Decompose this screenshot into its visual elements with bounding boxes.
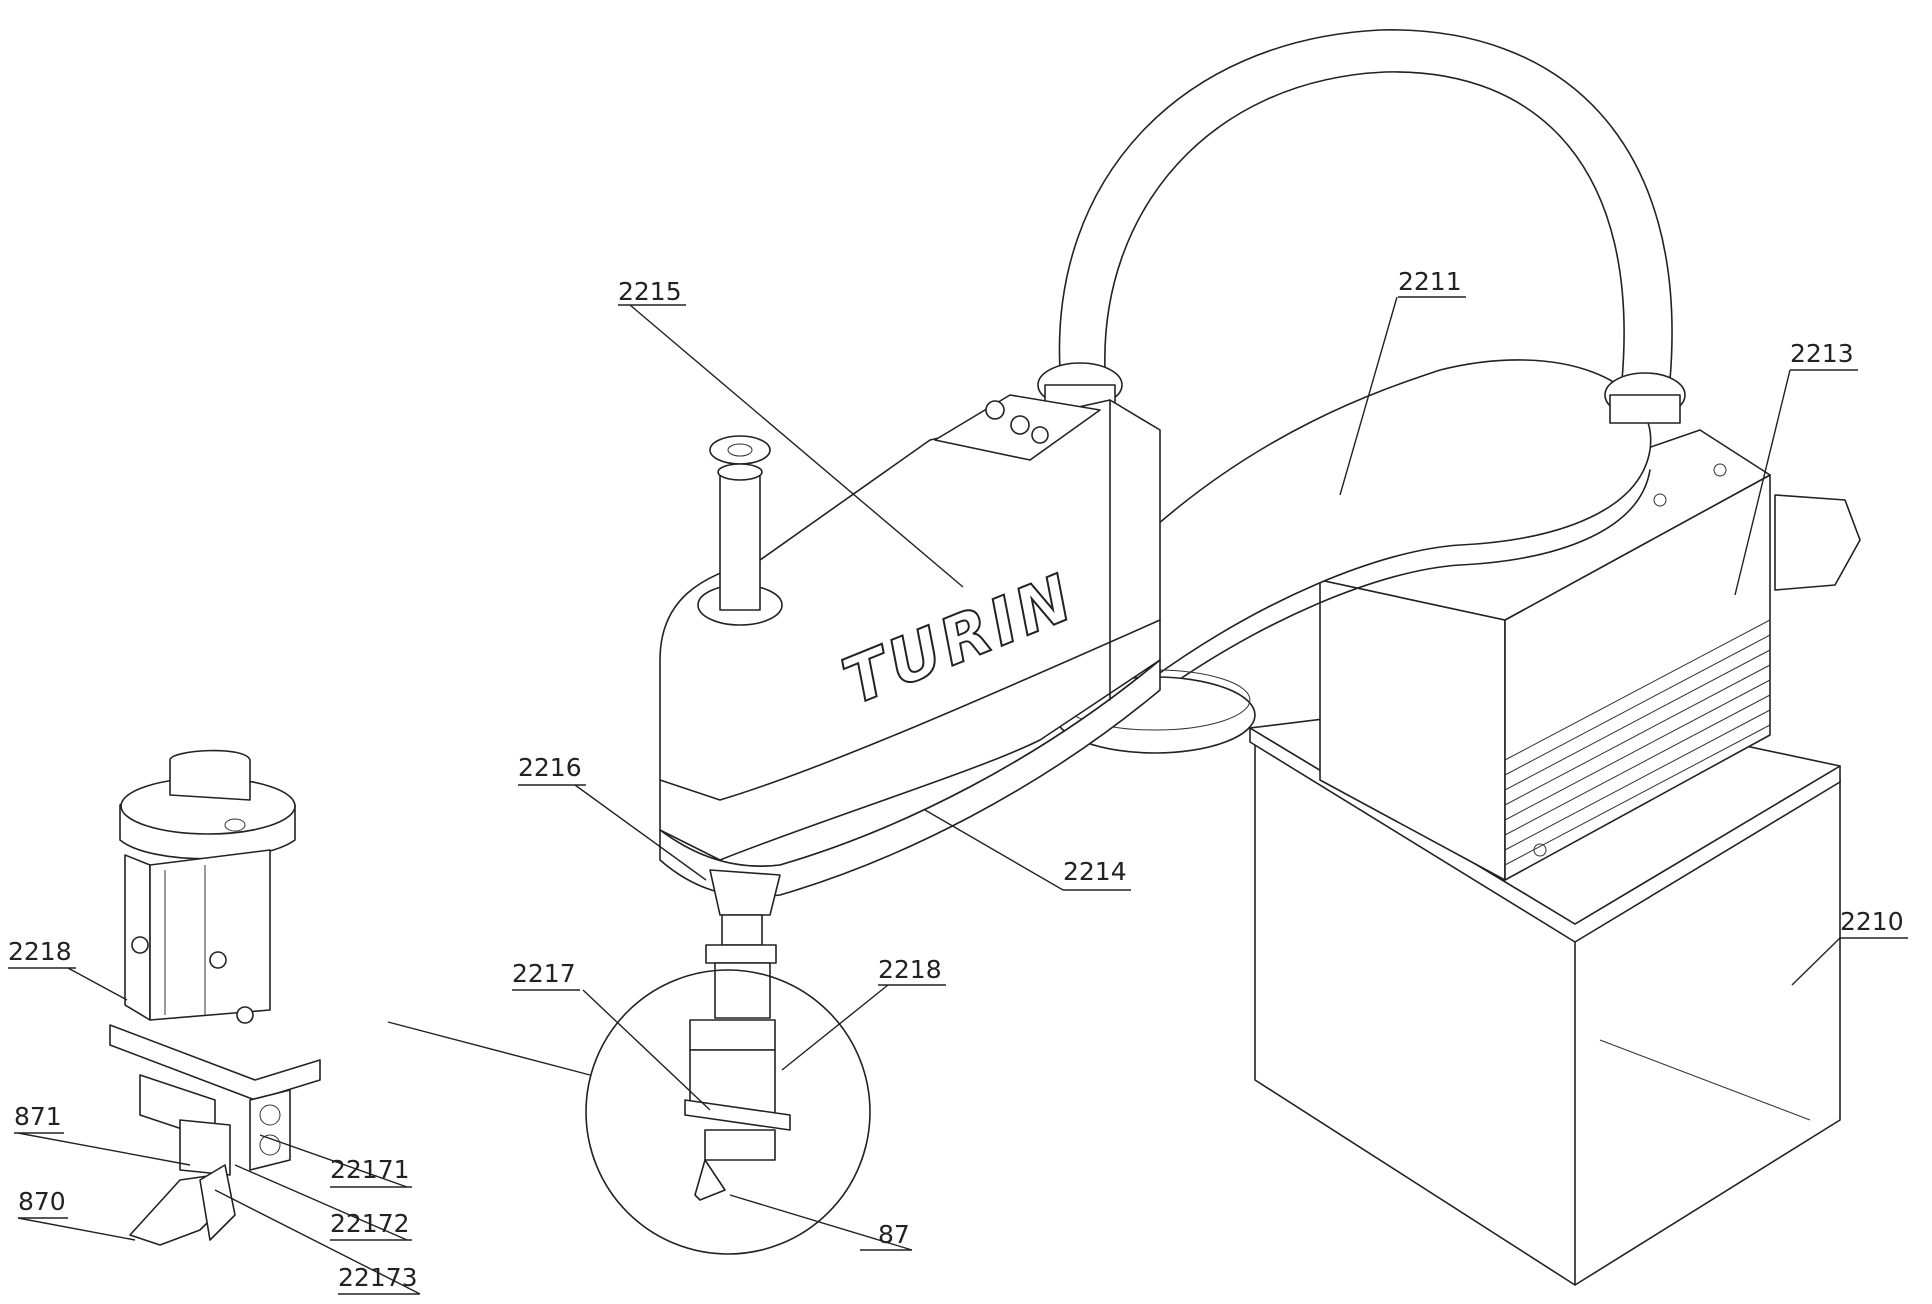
label-870: 870 (18, 1187, 66, 1216)
label-2216: 2216 (518, 753, 582, 782)
cable-conduit (1038, 30, 1685, 423)
label-2215: 2215 (618, 277, 682, 306)
tool-flange-2216 (706, 870, 780, 1018)
label-87: 87 (878, 1220, 910, 1249)
label-2218-enlarged: 2218 (8, 937, 72, 966)
gripper-enlarged (110, 751, 320, 1245)
label-22171: 22171 (330, 1155, 410, 1184)
label-2217: 2217 (512, 959, 576, 988)
label-22173: 22173 (338, 1263, 418, 1292)
label-2213: 2213 (1790, 339, 1854, 368)
label-22172: 22172 (330, 1209, 410, 1238)
label-871: 871 (14, 1102, 62, 1131)
label-2218-detail: 2218 (878, 955, 942, 984)
label-2211: 2211 (1398, 267, 1462, 296)
label-2210: 2210 (1840, 907, 1904, 936)
detail-circle (388, 970, 870, 1254)
label-2214: 2214 (1063, 857, 1127, 886)
